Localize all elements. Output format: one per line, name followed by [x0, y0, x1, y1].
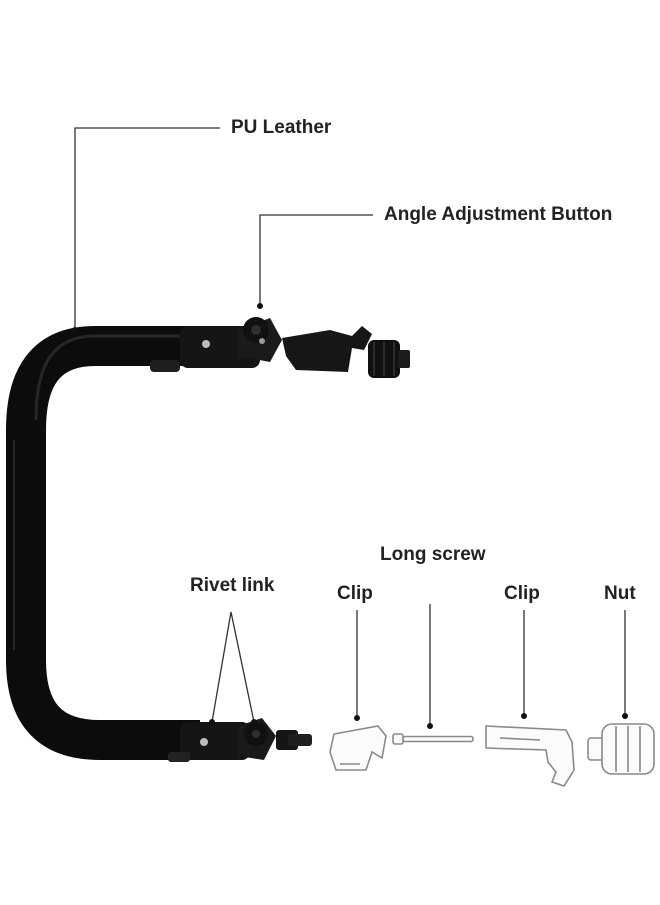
handle-tube [6, 326, 200, 760]
leader-lines [74, 127, 626, 726]
nut-part [587, 723, 655, 775]
label-pu-leather: PU Leather [231, 117, 332, 138]
rivet [202, 340, 210, 348]
leader-rivet-left [211, 611, 232, 723]
leader-pu-leather [74, 127, 220, 330]
clip-part-left [329, 725, 387, 771]
label-angle-adjustment-button: Angle Adjustment Button [384, 204, 613, 225]
rivet [200, 738, 208, 746]
label-rivet-link: Rivet link [190, 575, 275, 596]
leader-rivet-right [230, 611, 255, 723]
long-screw-part [392, 733, 474, 745]
label-clip-left: Clip [337, 583, 373, 604]
top-joint [150, 317, 410, 378]
leader-dots [72, 303, 628, 729]
clip-part-right [485, 725, 575, 787]
label-nut: Nut [604, 583, 636, 604]
label-long-screw: Long screw [380, 544, 486, 565]
bottom-joint [168, 718, 312, 762]
label-clip-right: Clip [504, 583, 540, 604]
leader-angle-button [259, 214, 373, 306]
top-clip [282, 326, 372, 372]
